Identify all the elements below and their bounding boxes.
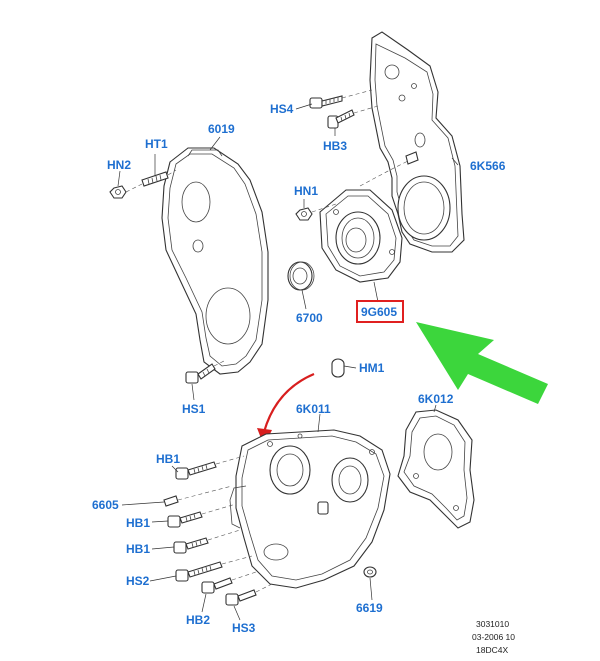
reference-date: 03-2006 10 bbox=[472, 632, 515, 642]
bolt-hb3 bbox=[327, 109, 355, 129]
label-ht1: HT1 bbox=[145, 137, 168, 151]
part-6k566-plate bbox=[369, 31, 465, 253]
bolt-hb1-b bbox=[167, 511, 203, 528]
bolt-hs2 bbox=[175, 561, 223, 582]
dowel-6605 bbox=[163, 495, 179, 507]
part-6700-seal bbox=[287, 261, 315, 291]
bolt-hs1 bbox=[185, 363, 216, 384]
nut-hn2 bbox=[109, 185, 127, 199]
label-hb3: HB3 bbox=[323, 139, 347, 153]
green-pointer-arrow bbox=[416, 322, 548, 404]
label-hm1: HM1 bbox=[359, 361, 385, 375]
bolt-hb1-c bbox=[173, 537, 209, 554]
part-9g605-housing bbox=[319, 189, 403, 283]
reference-model: 18DC4X bbox=[476, 645, 508, 655]
leader-lines bbox=[117, 103, 459, 621]
label-hb1-c: HB1 bbox=[126, 542, 150, 556]
part-6k012-gasket bbox=[397, 409, 475, 529]
part-6k011-housing bbox=[229, 429, 391, 589]
label-hb1-b: HB1 bbox=[126, 516, 150, 530]
bolt-hb2 bbox=[201, 577, 233, 594]
dowel-hm1 bbox=[331, 358, 345, 378]
part-6619-washer bbox=[363, 566, 377, 578]
label-hs3: HS3 bbox=[232, 621, 256, 635]
label-hs1: HS1 bbox=[182, 402, 206, 416]
label-hb1-a: HB1 bbox=[156, 452, 180, 466]
bolt-hs3 bbox=[225, 589, 257, 606]
label-9g605: 9G605 bbox=[361, 305, 397, 319]
callout-labels: HS4 HB3 6K566 HT1 6019 HN2 HN1 9G605 670… bbox=[92, 102, 506, 635]
part-6019-cover bbox=[161, 147, 269, 375]
label-6k012: 6K012 bbox=[418, 392, 454, 406]
label-6605: 6605 bbox=[92, 498, 119, 512]
stud-ht1 bbox=[141, 171, 169, 187]
label-hs4: HS4 bbox=[270, 102, 294, 116]
label-6k011: 6K011 bbox=[296, 402, 331, 416]
label-6k566: 6K566 bbox=[470, 159, 506, 173]
bolt-hs4 bbox=[309, 95, 343, 109]
highlight-box-9g605 bbox=[356, 300, 404, 323]
label-hn1: HN1 bbox=[294, 184, 318, 198]
nut-hn1 bbox=[295, 207, 313, 221]
label-hb2: HB2 bbox=[186, 613, 210, 627]
label-6700: 6700 bbox=[296, 311, 323, 325]
bolt-hb1-a bbox=[175, 461, 217, 480]
label-hs2: HS2 bbox=[126, 574, 150, 588]
label-hn2: HN2 bbox=[107, 158, 131, 172]
reference-block: 3031010 03-2006 10 18DC4X bbox=[472, 619, 515, 655]
label-6019: 6019 bbox=[208, 122, 235, 136]
reference-code: 3031010 bbox=[476, 619, 509, 629]
label-6619: 6619 bbox=[356, 601, 383, 615]
